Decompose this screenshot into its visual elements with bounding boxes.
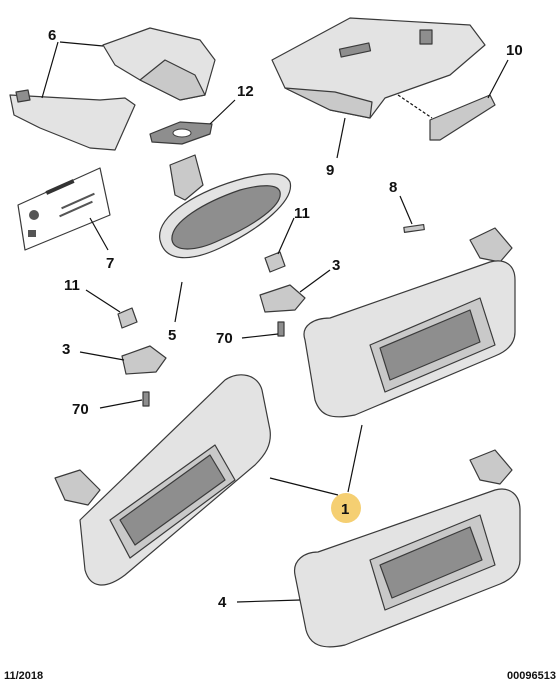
leader-12	[209, 99, 236, 125]
callout-7: 7	[106, 255, 114, 272]
leader-3a	[79, 351, 125, 361]
leader-7	[89, 217, 109, 251]
leader-11b	[277, 217, 295, 255]
part-sun-visor-right-upper	[303, 227, 516, 418]
part-70-screw-left	[142, 391, 150, 407]
callout-11a: 11	[64, 277, 80, 294]
part-11-clip-right	[264, 251, 286, 273]
leader-1b	[347, 424, 363, 493]
callout-5: 5	[168, 327, 176, 344]
part-3-bracket-right	[259, 284, 306, 313]
part-sun-visor-left	[54, 374, 271, 586]
part-11-clip-left	[117, 307, 138, 329]
leader-70a	[241, 333, 279, 339]
leader-10	[397, 94, 433, 119]
leader-9	[336, 117, 346, 159]
leader-70b	[99, 399, 143, 409]
part-6-trim-cover	[9, 27, 216, 151]
part-70-screw-right	[277, 321, 285, 337]
callout-9: 9	[326, 162, 334, 179]
leader-6	[59, 41, 104, 47]
leader-6b	[41, 41, 59, 99]
callout-10: 10	[506, 42, 523, 59]
callout-1: 1	[341, 501, 349, 518]
leader-4	[236, 599, 301, 603]
callout-4: 4	[218, 594, 227, 611]
part-9-console-housing	[271, 17, 486, 119]
leader-10-main	[487, 59, 509, 99]
callout-70a: 70	[216, 330, 233, 347]
callout-3b: 3	[332, 257, 340, 274]
leader-11a	[85, 289, 121, 313]
callout-3a: 3	[62, 341, 70, 358]
part-5-rearview-mirror	[159, 154, 292, 259]
callout-12: 12	[237, 83, 254, 100]
leader-1a	[269, 477, 339, 496]
leader-5	[174, 281, 183, 323]
leader-8	[399, 195, 413, 225]
callout-70b: 70	[72, 401, 89, 418]
leader-3b	[299, 269, 331, 293]
footer-reference: 00096513	[507, 670, 556, 682]
callout-1-highlight	[331, 493, 361, 523]
callout-6: 6	[48, 27, 56, 44]
part-4-sun-visor-lower	[293, 449, 521, 648]
part-7-warning-label	[17, 167, 111, 251]
part-10-cover-plate	[429, 94, 496, 141]
callout-11b: 11	[294, 205, 310, 222]
callout-8: 8	[389, 179, 397, 196]
part-12-gasket	[149, 121, 213, 145]
part-8-pin	[403, 224, 425, 233]
footer-date: 11/2018	[4, 670, 44, 682]
part-3-bracket-left	[121, 345, 167, 375]
